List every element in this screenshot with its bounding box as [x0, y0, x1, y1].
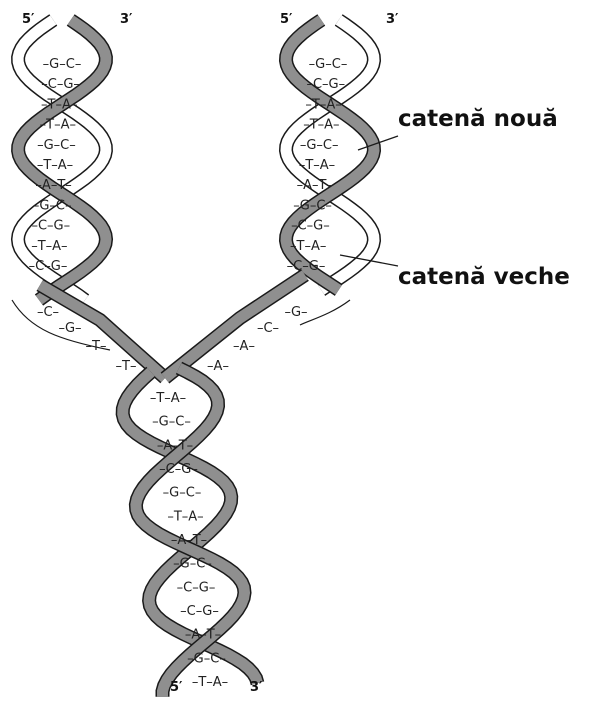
bottom-5-prime-label: 5′	[170, 680, 182, 695]
right-unpaired-base: –A–	[207, 359, 229, 374]
right-top-5-prime-label: 5′	[280, 12, 292, 27]
right-top-3-prime-label: 3′	[386, 12, 398, 27]
new-strand-label: catenă nouă	[398, 106, 558, 132]
right-helix-base-pair: –C–G–	[287, 259, 326, 274]
bottom-helix-base-pair: –C–G–	[177, 580, 216, 595]
bottom-helix-base-pair: –A–T–	[157, 438, 193, 453]
bottom-helix-base-pair: –T–A–	[192, 675, 228, 690]
left-helix-base-pair: –G–C–	[33, 198, 72, 213]
right-helix-base-pair: –C–G–	[306, 77, 345, 92]
left-helix-base-pair: –T–A–	[37, 158, 73, 173]
bottom-helix-base-pair: –T–A–	[167, 509, 203, 524]
right-unpaired-base: –A–	[233, 339, 255, 354]
right-helix-base-pair: –T–A–	[290, 239, 326, 254]
bottom-helix-base-pair: –A–T–	[185, 628, 221, 643]
bottom-helix-base-pair: –G–C–	[163, 486, 202, 501]
bottom-3-prime-label: 3′	[250, 680, 262, 695]
bottom-helix-base-pair: –A–T–	[171, 533, 207, 548]
right-unpaired-base: –C–	[257, 321, 279, 336]
right-helix-base-pair: –T–A–	[299, 158, 335, 173]
bottom-helix-base-pair: –G–C–	[187, 651, 226, 666]
left-helix-base-pair: –C–G–	[41, 77, 80, 92]
left-helix-base-pair: –G–C–	[43, 57, 82, 72]
left-unpaired-base: –T–	[86, 339, 107, 354]
bottom-helix-base-pair: –C–G–	[180, 604, 219, 619]
left-unpaired-base: –T–	[116, 359, 137, 374]
bottom-helix-base-pair: –G–C–	[173, 557, 212, 572]
right-unpaired-base: –G–	[284, 305, 307, 320]
fork-right-arm	[165, 275, 305, 378]
bottom-helix-base-pair: –T–A–	[150, 391, 186, 406]
right-helix-base-pair: –G–C–	[309, 57, 348, 72]
bottom-helix-base-pair: –G–C–	[152, 415, 191, 430]
left-top-3-prime-label: 3′	[120, 12, 132, 27]
left-top-5-prime-label: 5′	[22, 12, 34, 27]
bottom-helix-base-pair: –C–G–	[159, 462, 198, 477]
left-helix-base-pair: –A–T–	[35, 178, 71, 193]
left-helix-base-pair: –C–G–	[29, 259, 68, 274]
left-helix-base-pair: –T–A–	[31, 239, 67, 254]
left-helix-base-pair: –G–C–	[37, 138, 76, 153]
left-helix-base-pair: –C–G–	[31, 219, 70, 234]
left-helix-base-pair: –T–A–	[41, 97, 77, 112]
right-helix-base-pair: –A–T–	[297, 178, 333, 193]
left-helix-base-pair: –T–A–	[40, 118, 76, 133]
left-unpaired-base: –C–	[37, 305, 59, 320]
right-helix-base-pair: –T–A–	[305, 97, 341, 112]
right-helix-base-pair: –G–C–	[293, 198, 332, 213]
right-helix-base-pair: –C–G–	[291, 219, 330, 234]
right-helix-base-pair: –T–A–	[303, 118, 339, 133]
right-helix-base-pair: –G–C–	[300, 138, 339, 153]
left-unpaired-base: –G–	[58, 321, 81, 336]
old-strand-label: catenă veche	[398, 264, 570, 290]
